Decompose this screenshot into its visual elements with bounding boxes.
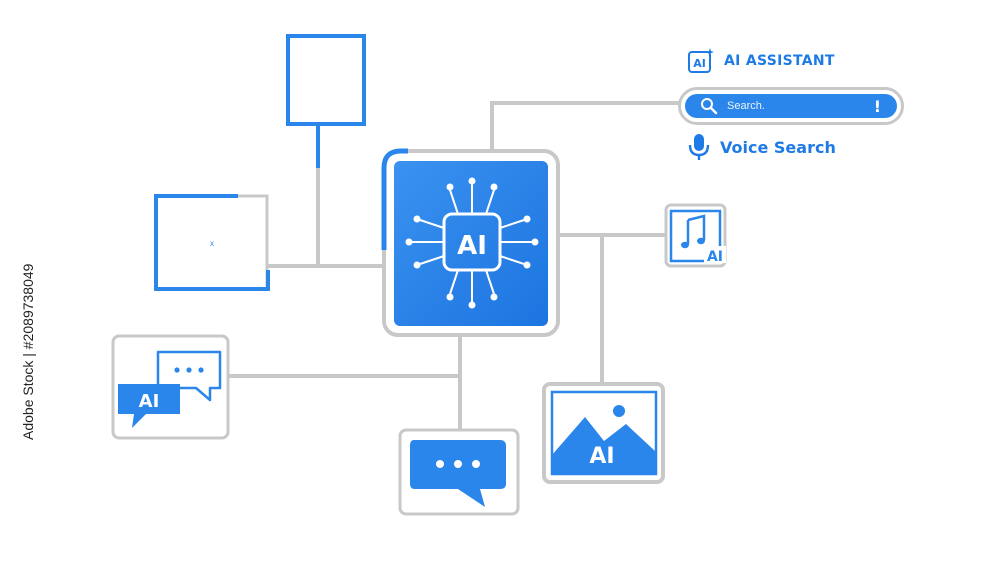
ai-hub-label: AI bbox=[457, 231, 487, 261]
ai-assistant-icon-label: AI bbox=[693, 57, 706, 70]
watermark-text: Adobe Stock | #2089738049 bbox=[20, 263, 36, 440]
message-bubble-icon bbox=[410, 440, 506, 507]
search-bar[interactable]: ! bbox=[678, 87, 904, 125]
ai-assistant-title: AI ASSISTANT bbox=[724, 53, 835, 69]
music-note-icon bbox=[681, 214, 706, 249]
node-music-ai[interactable]: AI bbox=[664, 203, 727, 268]
brain-chip-icon bbox=[405, 177, 539, 309]
image-mountain-icon bbox=[552, 405, 656, 474]
voice-search-button[interactable]: Voice Search bbox=[688, 132, 836, 162]
microphone-icon bbox=[688, 134, 710, 160]
connectors bbox=[228, 101, 680, 430]
exclamation-icon[interactable]: ! bbox=[873, 96, 881, 116]
watermark: Adobe Stock | #2089738049 bbox=[20, 263, 36, 440]
voice-search-label: Voice Search bbox=[720, 137, 836, 157]
search-icon[interactable] bbox=[699, 96, 719, 116]
node-chat-ai-label: AI bbox=[139, 391, 160, 412]
node-image-ai-label: AI bbox=[589, 444, 614, 469]
ai-assistant-icon: AI bbox=[688, 48, 714, 74]
node-message[interactable] bbox=[398, 428, 520, 516]
ai-hub[interactable]: AI bbox=[381, 148, 560, 337]
node-empty-left[interactable]: x bbox=[154, 194, 270, 291]
chat-bubble-icon bbox=[118, 350, 222, 428]
node-image-ai[interactable]: AI bbox=[542, 382, 665, 484]
node-chat-ai[interactable]: AI bbox=[111, 334, 230, 440]
node-music-ai-label: AI bbox=[707, 249, 723, 265]
ai-assistant-header: AI AI ASSISTANT bbox=[688, 46, 835, 76]
search-input[interactable] bbox=[727, 96, 874, 116]
node-empty-top[interactable] bbox=[286, 34, 366, 126]
node-empty-left-mark: x bbox=[210, 239, 214, 248]
